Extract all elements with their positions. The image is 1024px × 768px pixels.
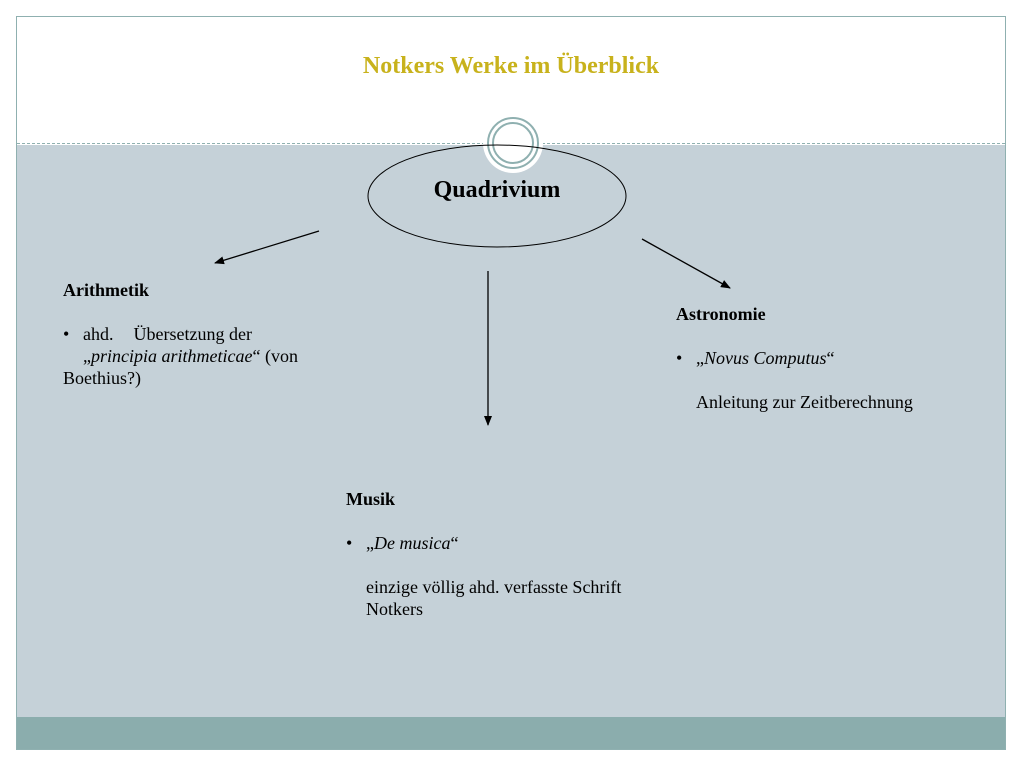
quadrivium-label: Quadrivium [433,177,561,203]
arithmetik-bullet-line: • ahd. Übersetzung der [63,323,393,345]
diagram-svg [214,144,731,426]
astronomie-bullet-line: • „Novus Computus“ [676,347,996,369]
musik-description-line1: einzige völlig ahd. verfasste Schrift [366,577,622,597]
bullet-icon: • [63,324,70,344]
astronomie-description: Anleitung zur Zeitberechnung [696,392,913,412]
arithmetik-block: Arithmetik • ahd. Übersetzung der „princi… [63,279,393,389]
ring-inner-circle [492,122,534,164]
musik-description-line2: Notkers [366,599,423,619]
musik-block: Musik • „De musica“ einzige völlig ahd. … [346,488,706,620]
arrow-to-arithmetik [214,230,320,265]
arithmetik-heading: Arithmetik [63,280,149,300]
musik-work-title: De musica [374,533,451,553]
quote-close: “ [450,533,459,553]
arithmetik-work-title: principia arithmeticae [91,346,253,366]
spacer [676,369,996,391]
ring-outer-circle [487,117,539,169]
musik-heading: Musik [346,489,396,509]
slide-title: Notkers Werke im Überblick [362,53,660,79]
astronomie-heading: Astronomie [676,304,766,324]
quote-close: “ (von [252,346,298,366]
quote-open: „ [696,348,704,368]
astronomie-work-title: Novus Computus [704,348,827,368]
spacer [346,554,706,576]
footer-band [17,717,1005,749]
divider-ring-icon [483,113,543,173]
bullet-icon: • [676,348,683,368]
bullet-icon: • [346,533,353,553]
content-area [17,145,1005,717]
arithmetik-line2: „principia arithmeticae“ (von [63,345,393,367]
quote-open: „ [366,533,374,553]
quote-close: “ [826,348,835,368]
arithmetik-line1-a: ahd. [83,324,114,344]
slide: Notkers Werke im Überblick Quadrivium Ar… [16,16,1006,750]
astronomie-block: Astronomie • „Novus Computus“ Anleitung … [676,303,996,413]
arrow-to-astronomie [641,238,731,289]
arithmetik-line3: Boethius?) [63,368,141,388]
arithmetik-line1-b: Übersetzung der [133,324,252,344]
quote-open: „ [83,346,91,366]
musik-bullet-line: • „De musica“ [346,532,706,554]
quadrivium-ellipse [367,144,627,248]
